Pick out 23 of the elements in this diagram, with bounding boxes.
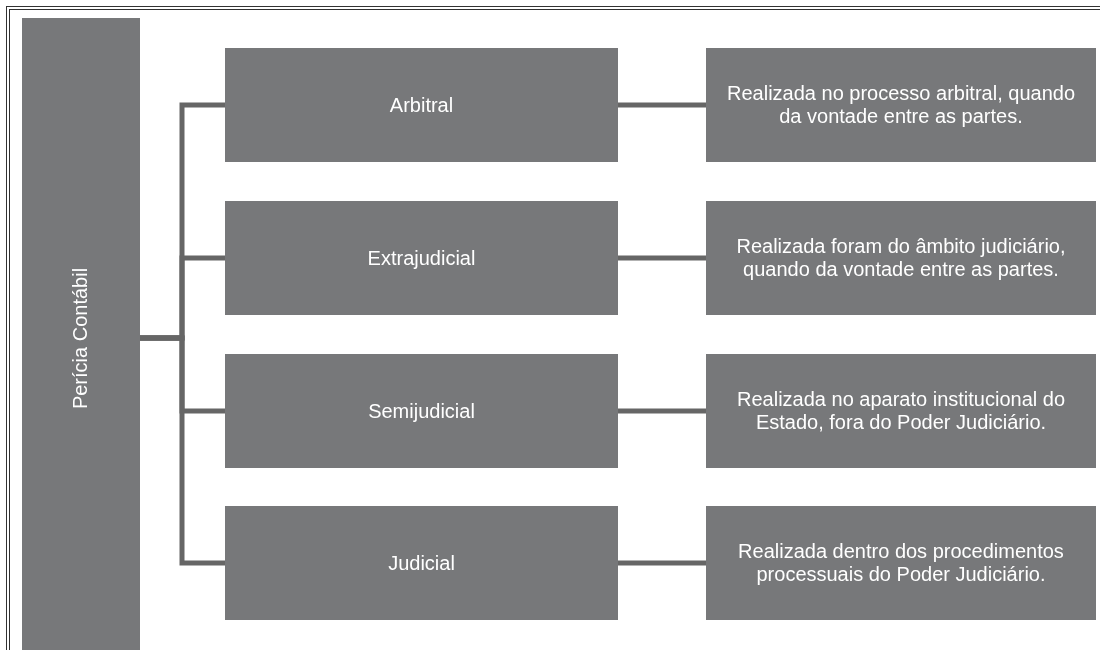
connector-line xyxy=(618,102,706,108)
node-label: Realizada no processo arbitral, quando da vontade entre as partes. xyxy=(726,82,1076,128)
category-box xyxy=(706,506,1096,620)
category-box xyxy=(706,201,1096,315)
connector-line xyxy=(140,335,225,566)
connector-line xyxy=(618,408,706,414)
connector-line xyxy=(618,255,706,261)
category-box xyxy=(706,48,1096,162)
category-bar xyxy=(22,18,140,650)
node-label: Arbitral xyxy=(389,93,454,117)
node-label: Judicial xyxy=(388,551,455,575)
node-label: Semijudicial xyxy=(368,399,475,423)
node-label: Extrajudicial xyxy=(367,246,476,270)
category-box xyxy=(225,506,618,620)
category-box xyxy=(706,354,1096,468)
category-box xyxy=(225,354,618,468)
node-label: Realizada no aparato institucional do Estado, fora do Poder Judiciário. xyxy=(736,388,1066,434)
category-box xyxy=(225,48,618,162)
node-label: Perícia Contábil xyxy=(69,267,93,409)
node-label: Realizada foram do âmbito judiciário, quando da vontade entre as partes. xyxy=(735,235,1067,281)
category-box xyxy=(225,201,618,315)
connector-line xyxy=(618,560,706,566)
node-label: Realizada dentro dos procedimentos processuais do Poder Judiciário. xyxy=(737,540,1065,586)
